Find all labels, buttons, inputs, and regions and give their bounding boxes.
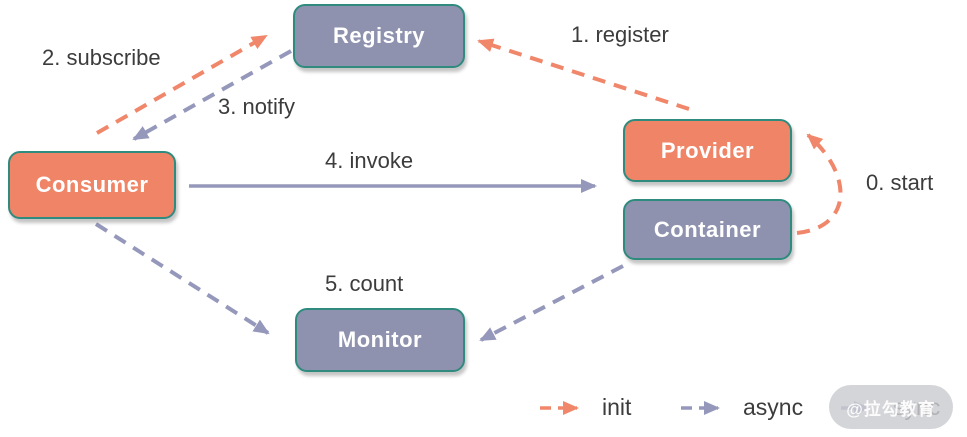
node-provider-label: Provider (660, 137, 755, 163)
watermark-badge: @拉勾教育 (829, 385, 953, 429)
arrow-count-from-container (479, 264, 624, 342)
legend-async-label: async (743, 394, 804, 420)
init-dashed-arrow-icon (540, 400, 579, 415)
watermark-text: @拉勾教育 (846, 399, 936, 419)
legend-init-label: init (602, 394, 632, 420)
edge-label-count: 5. count (325, 271, 404, 296)
node-container-label: Container (653, 216, 762, 242)
legend-item-async: async (681, 394, 803, 421)
arrow-start-loop (796, 133, 843, 235)
arrow-register (477, 38, 690, 111)
arrow-subscribe (96, 34, 268, 135)
node-consumer: Consumer (8, 151, 176, 219)
edge-label-start: 0. start (866, 170, 934, 195)
node-monitor-label: Monitor (337, 327, 423, 352)
node-provider: Provider (623, 119, 792, 182)
legend-item-init: init (540, 394, 631, 421)
async-dashed-arrow-icon (681, 400, 720, 415)
arrow-count-from-consumer (94, 222, 270, 335)
node-consumer-label: Consumer (35, 172, 149, 197)
edge-label-register: 1. register (571, 22, 669, 47)
node-registry-label: Registry (332, 23, 426, 48)
node-monitor: Monitor (295, 308, 465, 372)
node-container: Container (623, 199, 792, 260)
edge-label-invoke: 4. invoke (325, 148, 414, 173)
arrow-notify (132, 49, 292, 141)
edge-label-subscribe: 2. subscribe (42, 45, 161, 70)
edge-label-notify: 3. notify (218, 94, 296, 119)
node-registry: Registry (293, 4, 465, 68)
